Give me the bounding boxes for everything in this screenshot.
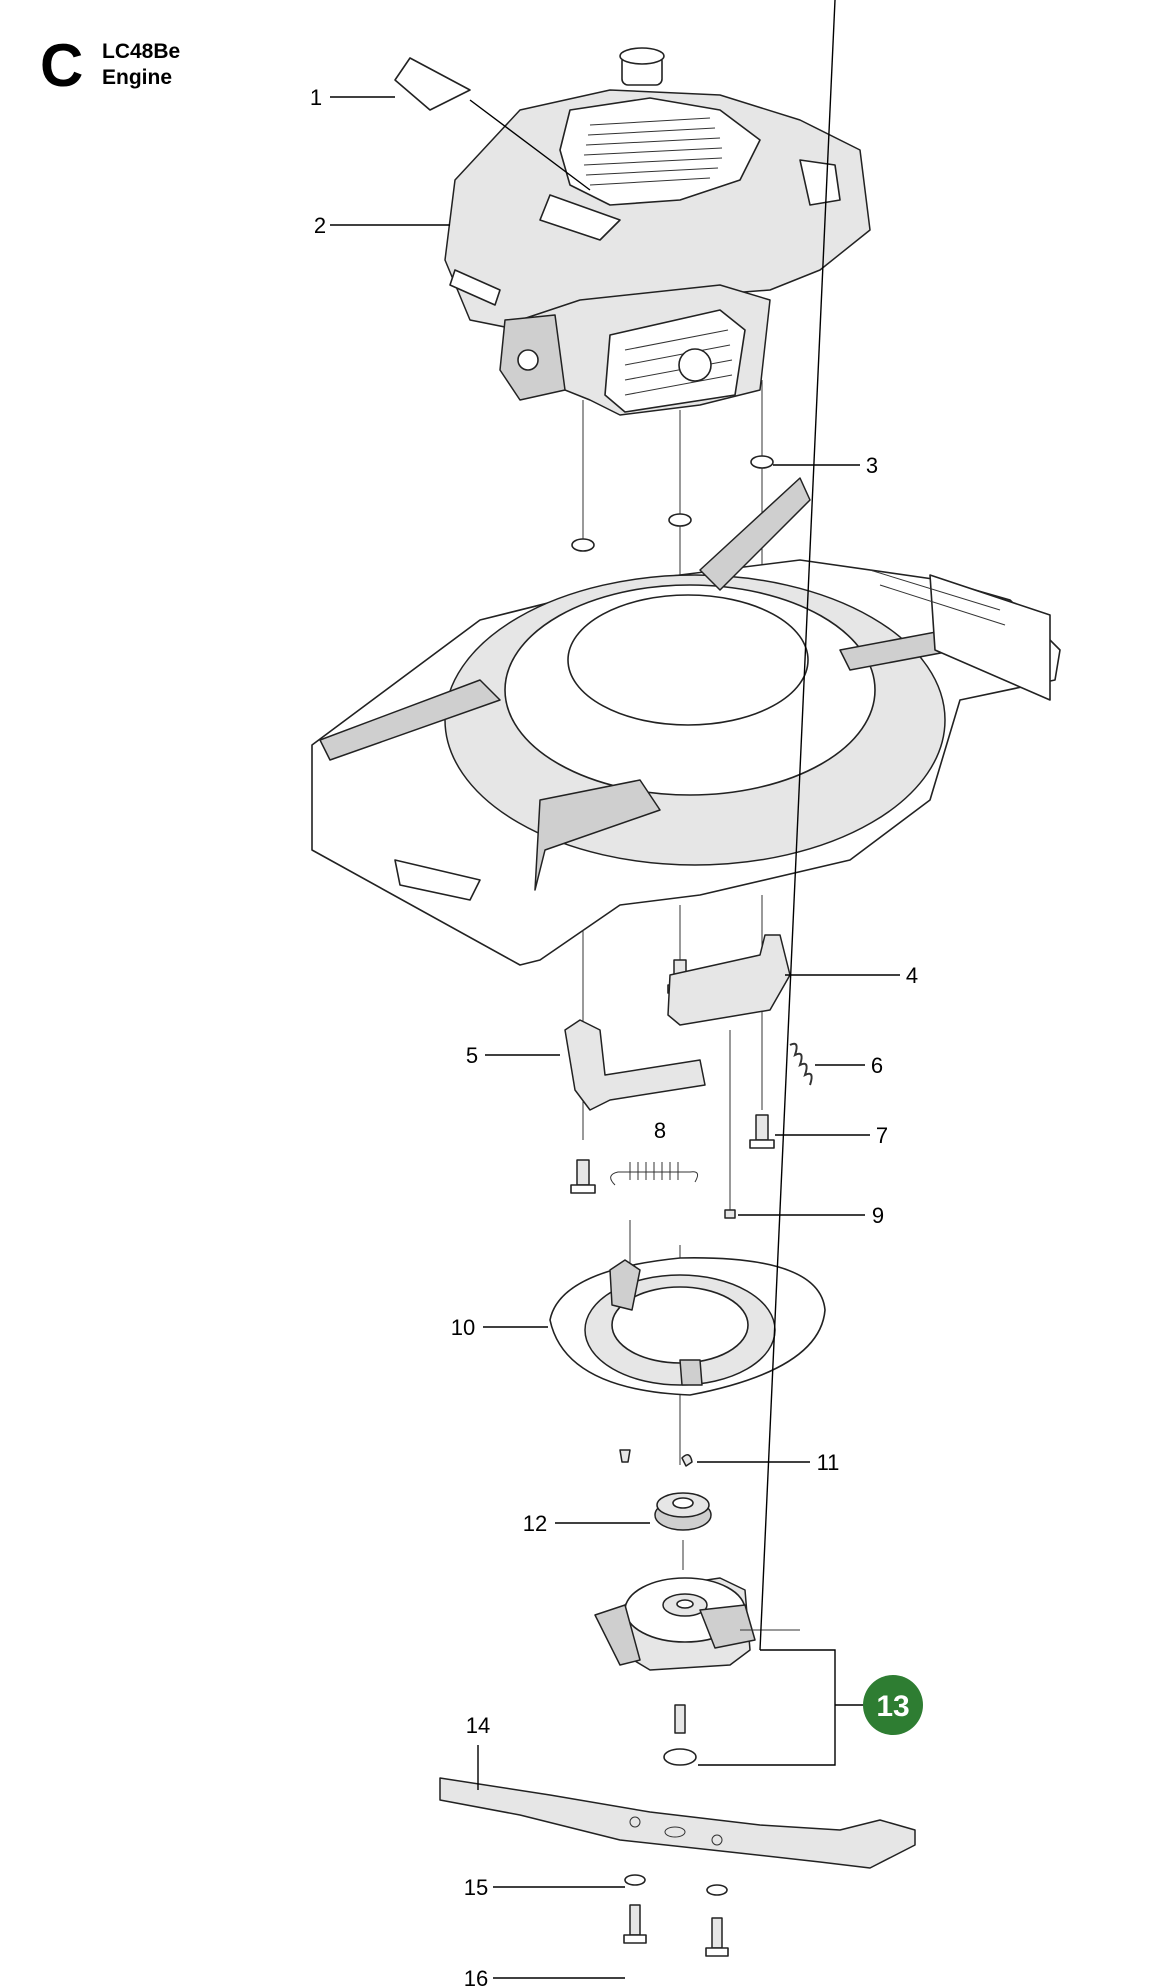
callout-8[interactable]: 8: [654, 1118, 666, 1143]
mower-deck: [311, 477, 1061, 966]
blade-washers-part-15: [624, 1874, 728, 1896]
model-name: LC48Be: [102, 40, 181, 63]
callout-5[interactable]: 5: [466, 1043, 478, 1068]
callout-9[interactable]: 9: [872, 1203, 884, 1228]
blade-holes: [629, 1816, 723, 1846]
callout-14[interactable]: 14: [466, 1713, 490, 1738]
section-letter: C: [40, 32, 84, 99]
bracket-part-5: [564, 1019, 706, 1111]
callout-16[interactable]: 16: [464, 1966, 488, 1987]
leader-lines: [330, 0, 900, 1979]
callout-11[interactable]: 11: [817, 1450, 840, 1475]
callout-1[interactable]: 1: [310, 85, 322, 110]
callout-4[interactable]: 4: [906, 963, 918, 988]
blade-bolts-part-16: [623, 1904, 729, 1957]
screw: [619, 1449, 631, 1463]
callout-2[interactable]: 2: [314, 213, 326, 238]
spring-part-6: [789, 1042, 813, 1086]
washer: [571, 538, 595, 552]
callout-13-badge[interactable]: 13: [863, 1675, 923, 1735]
drive-cup-part-10: [549, 1257, 826, 1396]
callout-10[interactable]: 10: [451, 1315, 475, 1340]
callout-7[interactable]: 7: [876, 1123, 888, 1148]
bracket-part-4: [667, 934, 791, 1026]
key-part-11: [681, 1454, 693, 1467]
screw-part-9: [724, 1209, 736, 1219]
bushing-part-12: [654, 1492, 712, 1531]
callout-15[interactable]: 15: [464, 1875, 488, 1900]
callout-12[interactable]: 12: [523, 1511, 547, 1536]
callout-13[interactable]: 13: [876, 1690, 909, 1723]
washer: [668, 513, 692, 527]
callout-3[interactable]: 3: [866, 453, 878, 478]
spring-part-8: [610, 1162, 699, 1186]
decal-part: [394, 57, 471, 111]
section-title: Engine: [102, 66, 173, 89]
callout-6[interactable]: 6: [871, 1053, 883, 1078]
engine-assembly: [444, 47, 871, 416]
blade-part-14: [439, 1777, 916, 1869]
brake-bolt: [663, 1704, 697, 1766]
brake-assembly-part-13: [594, 1577, 800, 1671]
washer-part-3: [750, 455, 774, 469]
